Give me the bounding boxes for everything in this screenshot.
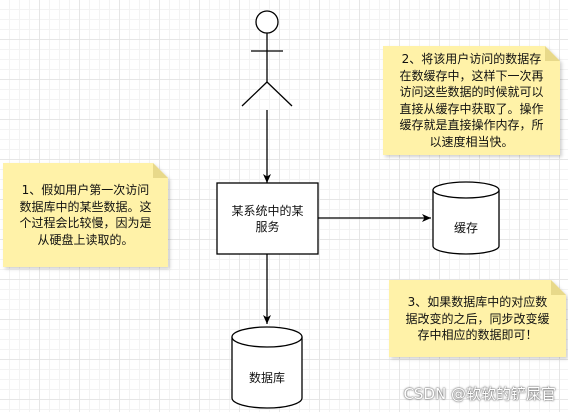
note-1-fold	[153, 163, 168, 178]
note-2-line: 直接从缓存中获取了。操作	[399, 101, 544, 116]
note-3-text: 3、如果数据库中的对应数 据改变的之后，同步改变缓 存中相应的数据即可！	[389, 294, 566, 344]
database-label: 数据库	[248, 371, 285, 385]
watermark: CSDN @软软的铲屎官	[403, 385, 556, 403]
user-actor-icon	[241, 10, 293, 107]
service-label-line2: 服务	[255, 220, 280, 234]
note-1-line: 1、假如用户第一次访问	[21, 183, 150, 197]
note-3-line: 据改变的之后，同步改变缓	[405, 311, 550, 326]
service-box	[216, 182, 319, 255]
note-2-line: 访问这些数据的时候就可以	[399, 85, 544, 99]
note-1-text: 1、假如用户第一次访问 数据库中的某些数据。这 个过程会比较慢，因为是 从硬盘上…	[3, 182, 168, 248]
service-label: 某系统中的某 服务	[217, 203, 318, 235]
note-2-line: 2、将该用户访问的数据存	[401, 52, 542, 66]
database-cylinder	[231, 326, 303, 409]
note-1-line: 个过程会比较慢，因为是	[19, 216, 152, 230]
note-3-fold	[551, 280, 566, 295]
cache-cylinder	[432, 181, 500, 255]
note-2-text: 2、将该用户访问的数据存 在数缓存中，这样下一次再 访问这些数据的时候就可以 直…	[383, 51, 560, 150]
note-2-shape	[383, 46, 560, 155]
note-2-line: 以速度相当快。	[429, 134, 514, 149]
note-2-line: 缓存就是直接操作内存，所	[399, 118, 544, 132]
service-label-line1: 某系统中的某	[231, 204, 304, 218]
cache-label: 缓存	[453, 221, 478, 235]
note-3-line: 存中相应的数据即可！	[417, 328, 538, 342]
note-3-shape	[389, 280, 566, 357]
note-3-line: 3、如果数据库中的对应数	[407, 295, 548, 309]
note-1-shape	[3, 163, 168, 267]
note-2-fold	[545, 46, 560, 61]
note-1-line: 从硬盘上读取的。	[37, 232, 134, 247]
note-2-line: 在数缓存中，这样下一次再	[399, 68, 544, 83]
note-1-line: 数据库中的某些数据。这	[19, 199, 152, 214]
